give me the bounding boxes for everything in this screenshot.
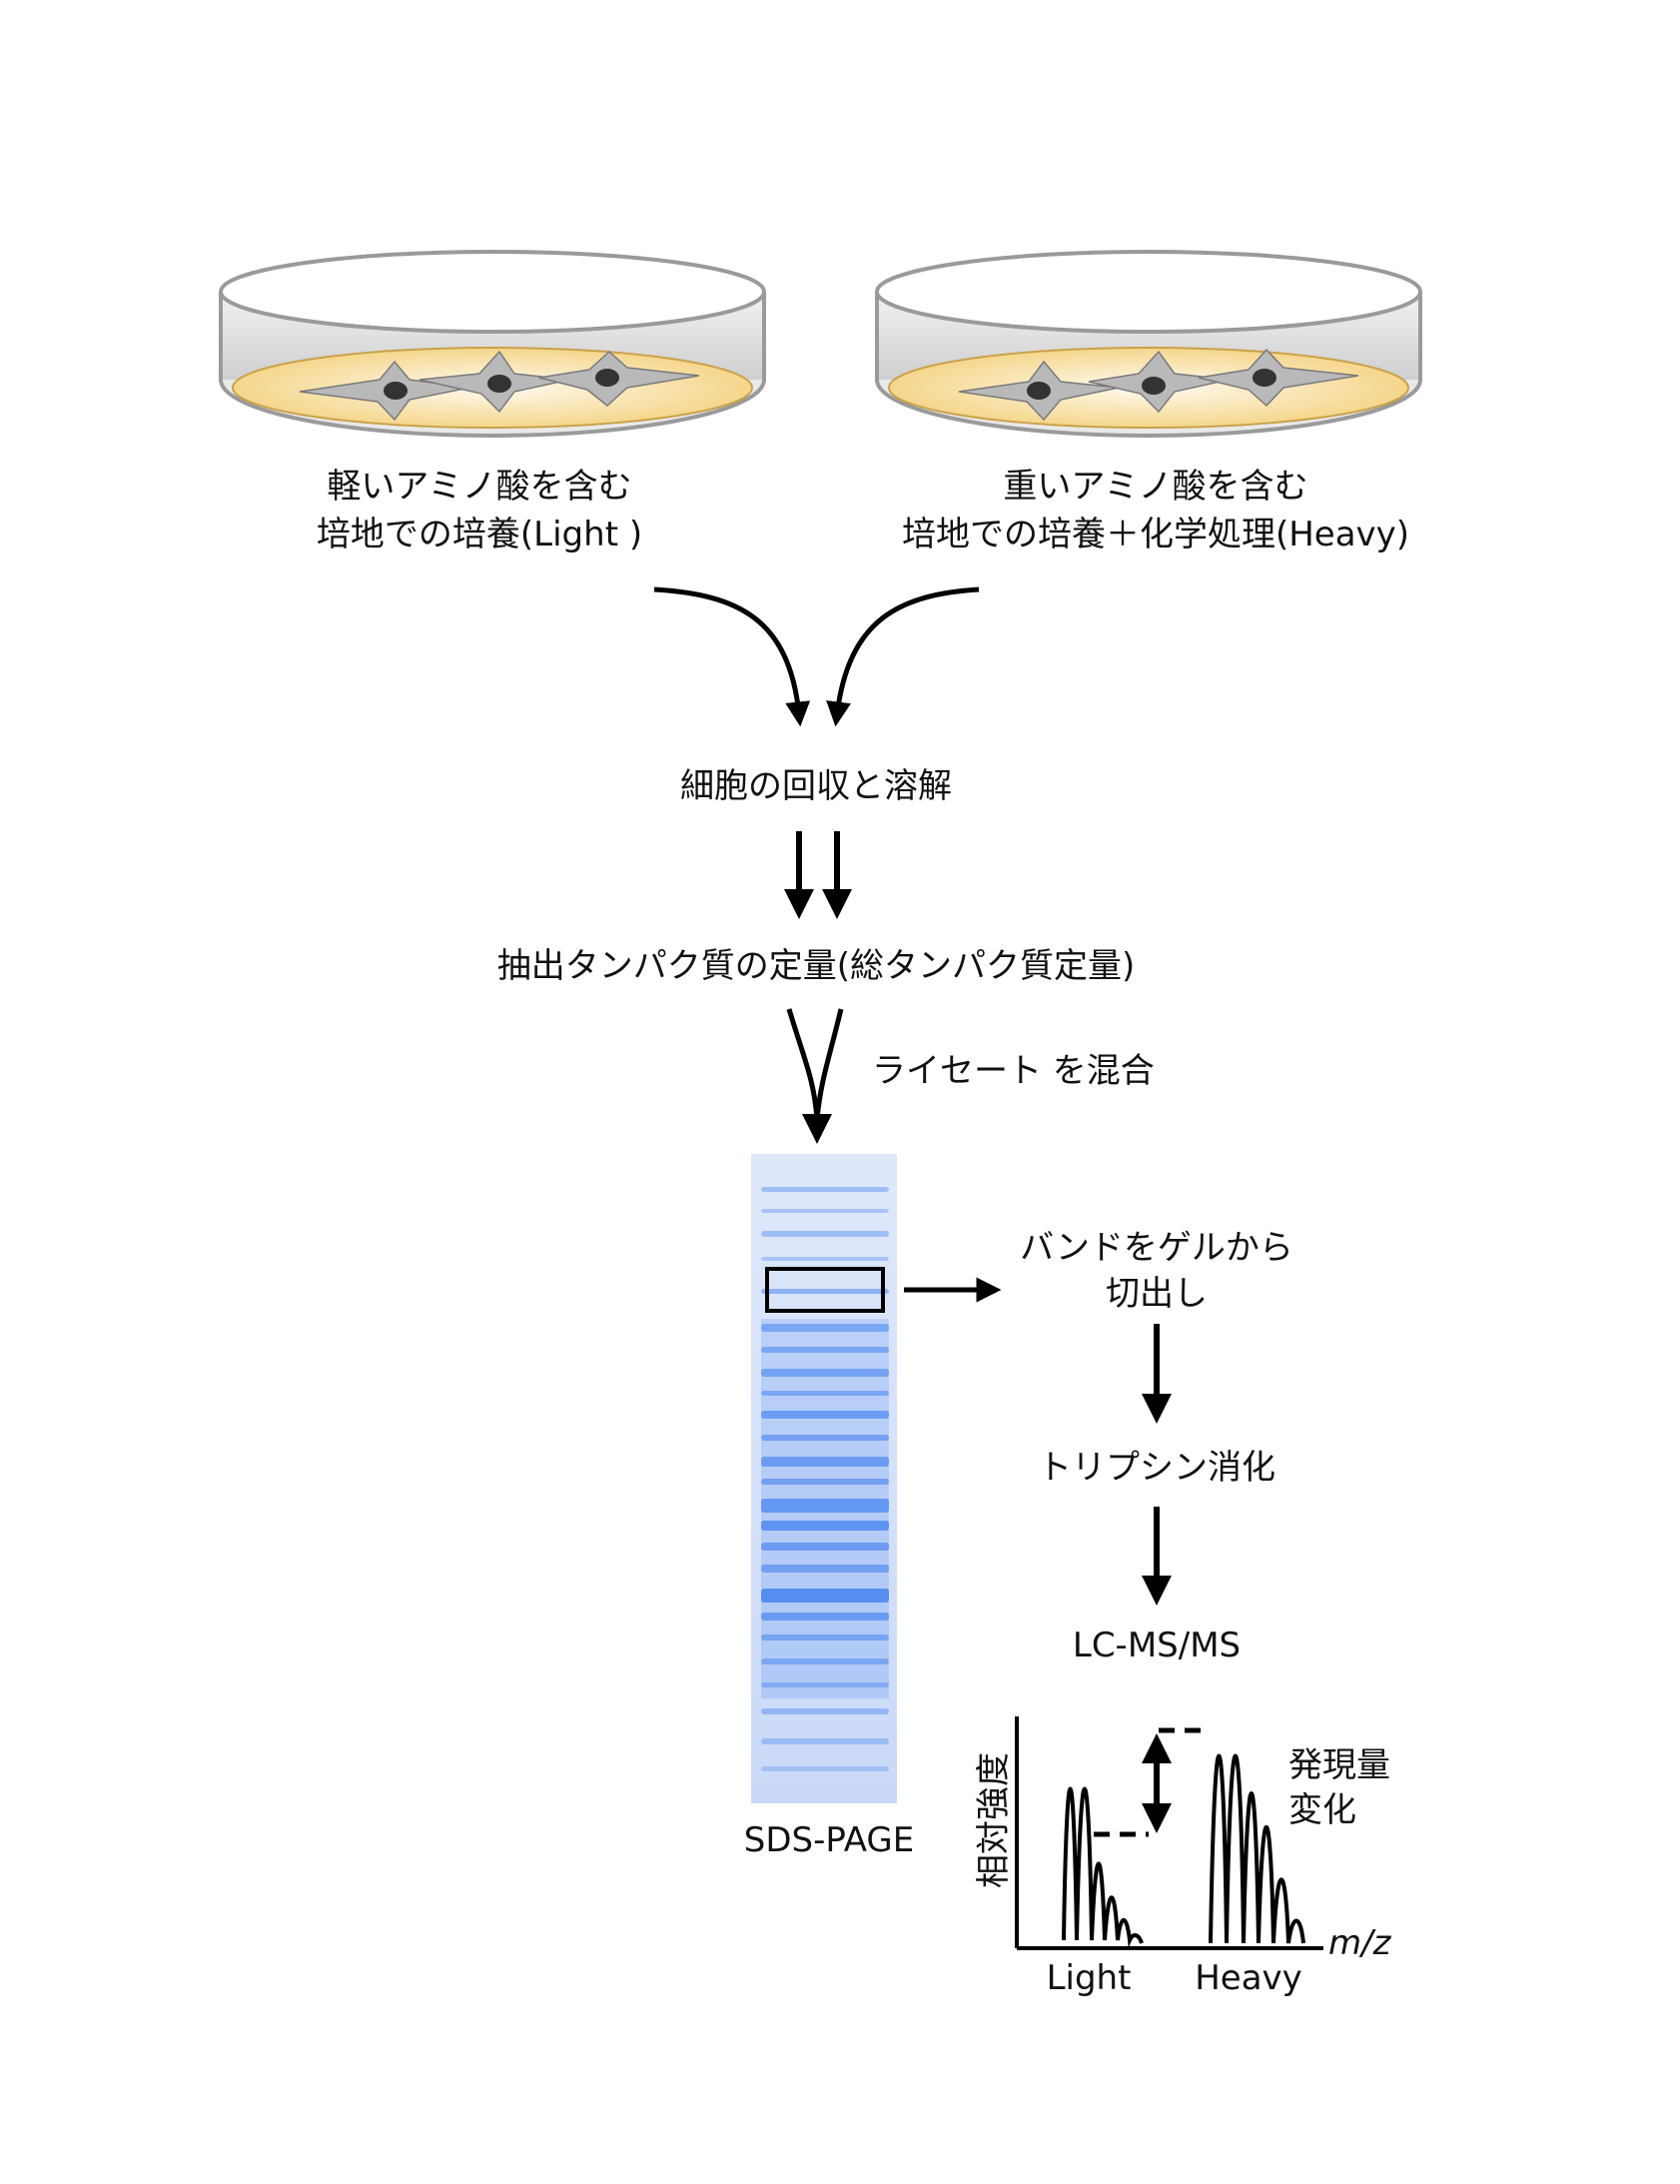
gel-band xyxy=(761,1521,889,1531)
excised-band-box xyxy=(765,1267,885,1313)
arrow-mix-left xyxy=(786,1008,820,1120)
gel-band xyxy=(761,1369,889,1377)
gel-band xyxy=(761,1257,889,1261)
expression-change-line2: 変化 xyxy=(1288,1790,1356,1830)
gel-band xyxy=(761,1411,889,1419)
gel-band xyxy=(761,1613,889,1621)
spectrum-heavy-label: Heavy xyxy=(1195,1958,1302,1998)
step-lcms: LC-MS/MS xyxy=(1072,1626,1242,1665)
gel-band xyxy=(761,1435,889,1441)
gel-band xyxy=(761,1187,889,1192)
gel-band xyxy=(761,1324,889,1332)
spectrum-light-label: Light xyxy=(1046,1958,1132,1998)
gel-band xyxy=(761,1738,889,1744)
heavy-peaks xyxy=(1209,1753,1305,1944)
arrow-mix-right xyxy=(814,1008,844,1120)
gel-band xyxy=(761,1766,889,1771)
step-trypsin: トリプシン消化 xyxy=(1038,1448,1275,1488)
spectrum-x-label: m/z xyxy=(1328,1923,1391,1963)
gel-band xyxy=(761,1209,889,1213)
expression-change-line1: 発現量 xyxy=(1288,1745,1390,1785)
arrow-light-to-lysis xyxy=(653,586,811,727)
step-cut-line2: 切出し xyxy=(1106,1274,1208,1314)
light-dish-label-line2: 培地での培養(Light ) xyxy=(316,515,643,554)
gel-band xyxy=(761,1635,889,1640)
gel-band xyxy=(761,1658,889,1664)
heavy-dish-label-line1: 重いアミノ酸を含む xyxy=(1003,467,1308,507)
step-mix: ライセート を混合 xyxy=(872,1051,1155,1091)
gel-band xyxy=(761,1347,889,1353)
light-peaks xyxy=(1062,1786,1144,1948)
gel-band xyxy=(761,1391,889,1396)
gel-band xyxy=(761,1543,889,1551)
spectrum-y-label: 相対強度 xyxy=(974,1752,1014,1888)
heavy-petri-dish xyxy=(875,250,1422,438)
gel-band xyxy=(761,1289,889,1294)
gel-band xyxy=(761,1708,889,1714)
arrow-heavy-to-lysis xyxy=(826,586,980,727)
gel-band xyxy=(761,1479,889,1485)
step-lysis: 細胞の回収と溶解 xyxy=(680,766,952,806)
gel-band xyxy=(761,1589,889,1603)
gel-band xyxy=(761,1457,889,1467)
step-cut-line1: バンドをゲルから xyxy=(1020,1228,1293,1268)
light-dish-label-line1: 軽いアミノ酸を含む xyxy=(327,467,632,507)
heavy-dish-label-line2: 培地での培養＋化学処理(Heavy) xyxy=(901,515,1410,554)
gel-bands xyxy=(761,1187,889,1771)
gel-band xyxy=(761,1231,889,1237)
gel-label: SDS-PAGE xyxy=(743,1820,915,1860)
gel-band xyxy=(761,1682,889,1687)
step-quant: 抽出タンパク質の定量(総タンパク質定量) xyxy=(496,946,1136,986)
light-petri-dish xyxy=(219,250,766,438)
gel-band xyxy=(761,1565,889,1573)
mass-spectrum xyxy=(1015,1716,1323,1950)
gel-band xyxy=(761,1499,889,1513)
sds-page-gel xyxy=(751,1154,897,1803)
